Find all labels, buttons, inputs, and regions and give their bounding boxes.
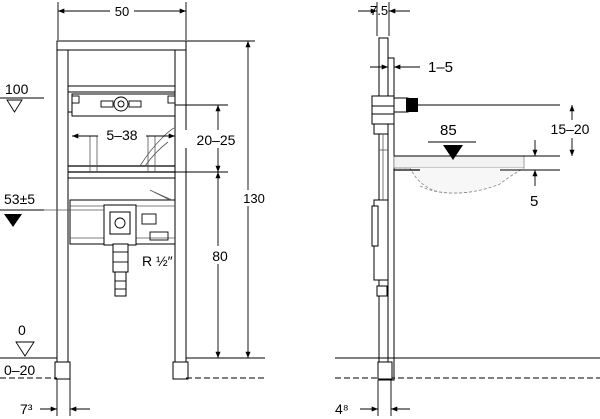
- level-zero: 0 0–20: [4, 322, 35, 378]
- foot-depth-label: 4⁸: [335, 401, 349, 417]
- height-dimension: 130: [186, 40, 268, 358]
- depth-label: 7.5: [370, 3, 388, 18]
- level-100: 100: [0, 81, 44, 113]
- foot-offset-dimension: 7³: [20, 379, 90, 417]
- level-flush-valve: 53±5: [0, 191, 104, 227]
- width-dimension: 50: [57, 2, 187, 40]
- floor-range-label: 0–20: [4, 362, 35, 378]
- basin-height-label: 85: [440, 122, 457, 139]
- small-dim-label: 5: [530, 193, 538, 210]
- spacing-label: 5–38: [106, 127, 137, 143]
- thread-label: R ½″: [142, 253, 173, 269]
- outlet-height-label: 80: [212, 248, 228, 264]
- front-view: 50: [0, 2, 268, 417]
- basin: [393, 155, 560, 194]
- height-label: 130: [243, 191, 265, 206]
- gap-label: 1–5: [428, 59, 453, 76]
- small-dimension: 5: [530, 140, 538, 210]
- depth-dimension: 7.5: [358, 2, 410, 36]
- foot-depth-dimension: 4⁸: [335, 380, 410, 417]
- width-label: 50: [115, 4, 129, 19]
- adjust-label: 15–20: [551, 121, 590, 137]
- basin-height-mark: 85: [428, 122, 476, 160]
- floor-mark-label: 0: [18, 322, 26, 338]
- flush-valve-label: 53±5: [4, 191, 35, 207]
- adjust-dimension: 15–20: [540, 105, 600, 156]
- rail-dimension: 20–25: [175, 104, 247, 173]
- side-view: 7.5 1–5: [335, 2, 600, 417]
- level-100-label: 100: [5, 81, 29, 97]
- outlet-dimension: 80: [208, 172, 232, 358]
- gap-dimension: 1–5: [370, 59, 453, 76]
- spacing-dimension: 5–38: [72, 125, 175, 143]
- rail-dimension-label: 20–25: [197, 132, 236, 148]
- foot-offset-label: 7³: [20, 401, 33, 417]
